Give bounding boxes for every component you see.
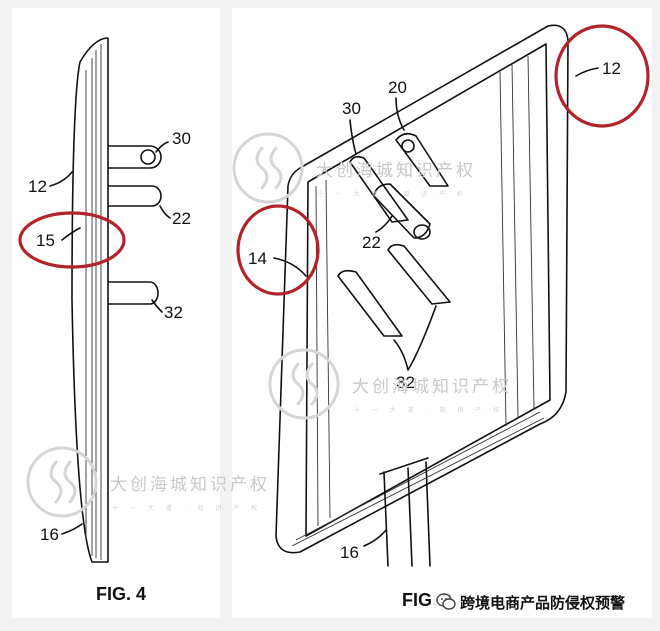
fig4-label-30: 30	[172, 129, 191, 148]
fig3-prong-20	[395, 132, 449, 187]
fig3-plate	[275, 24, 569, 554]
fig4-caption: FIG. 4	[96, 584, 146, 604]
watermark-logo-1	[232, 132, 304, 204]
fig4-label-15: 15	[36, 231, 55, 250]
credit-text: 跨境电商产品防侵权预警	[460, 593, 626, 612]
fig3-label-14: 14	[248, 249, 267, 268]
fig4-plate-side	[71, 37, 109, 563]
fig3-label-22: 22	[362, 233, 381, 252]
watermark-logo-2	[268, 348, 340, 420]
watermark-logo-3	[26, 446, 98, 518]
fig3-label-20: 20	[388, 78, 407, 97]
highlight-circle-12	[554, 24, 650, 128]
highlight-circle-14	[236, 204, 320, 296]
fig3-label-16: 16	[340, 543, 359, 562]
fig4-prong-30	[107, 145, 162, 169]
fig3-prong-32b	[387, 243, 451, 305]
watermark-subtext-2: 十 一 大 道 · 知 识 产 权	[354, 406, 504, 414]
wechat-icon	[436, 593, 456, 610]
fig4-prong-32	[107, 281, 159, 305]
fig3-label-32: 32	[396, 373, 415, 392]
watermark-subtext-3: 十 一 大 道 · 知 识 产 权	[112, 504, 262, 512]
fig4-pin-22	[107, 185, 162, 207]
watermark-text-3: 大创海城知识产权	[110, 475, 270, 495]
fig4-label-22: 22	[172, 209, 191, 228]
figure-4-panel	[12, 8, 220, 618]
fig4-label-16: 16	[40, 525, 59, 544]
account-credit: 跨境电商产品防侵权预警	[432, 587, 630, 617]
fig3-label-30: 30	[342, 99, 361, 118]
watermark-text-1: 大创海城知识产权	[316, 161, 476, 181]
fig4-label-32: 32	[164, 303, 183, 322]
watermark-text-2: 大创海城知识产权	[352, 377, 512, 397]
fig3-label-12: 12	[602, 59, 621, 78]
fig3-prong-30	[349, 155, 409, 223]
fig3-prong-32a	[337, 269, 403, 337]
fig4-label-12: 12	[28, 177, 47, 196]
highlight-circle-15	[18, 211, 126, 269]
figure-3-panel	[232, 8, 652, 618]
fig3-cord-16	[379, 457, 431, 567]
fig3-pin-22	[373, 183, 431, 240]
watermark-subtext-1: 十 一 大 道 · 知 识 产 权	[318, 190, 468, 198]
